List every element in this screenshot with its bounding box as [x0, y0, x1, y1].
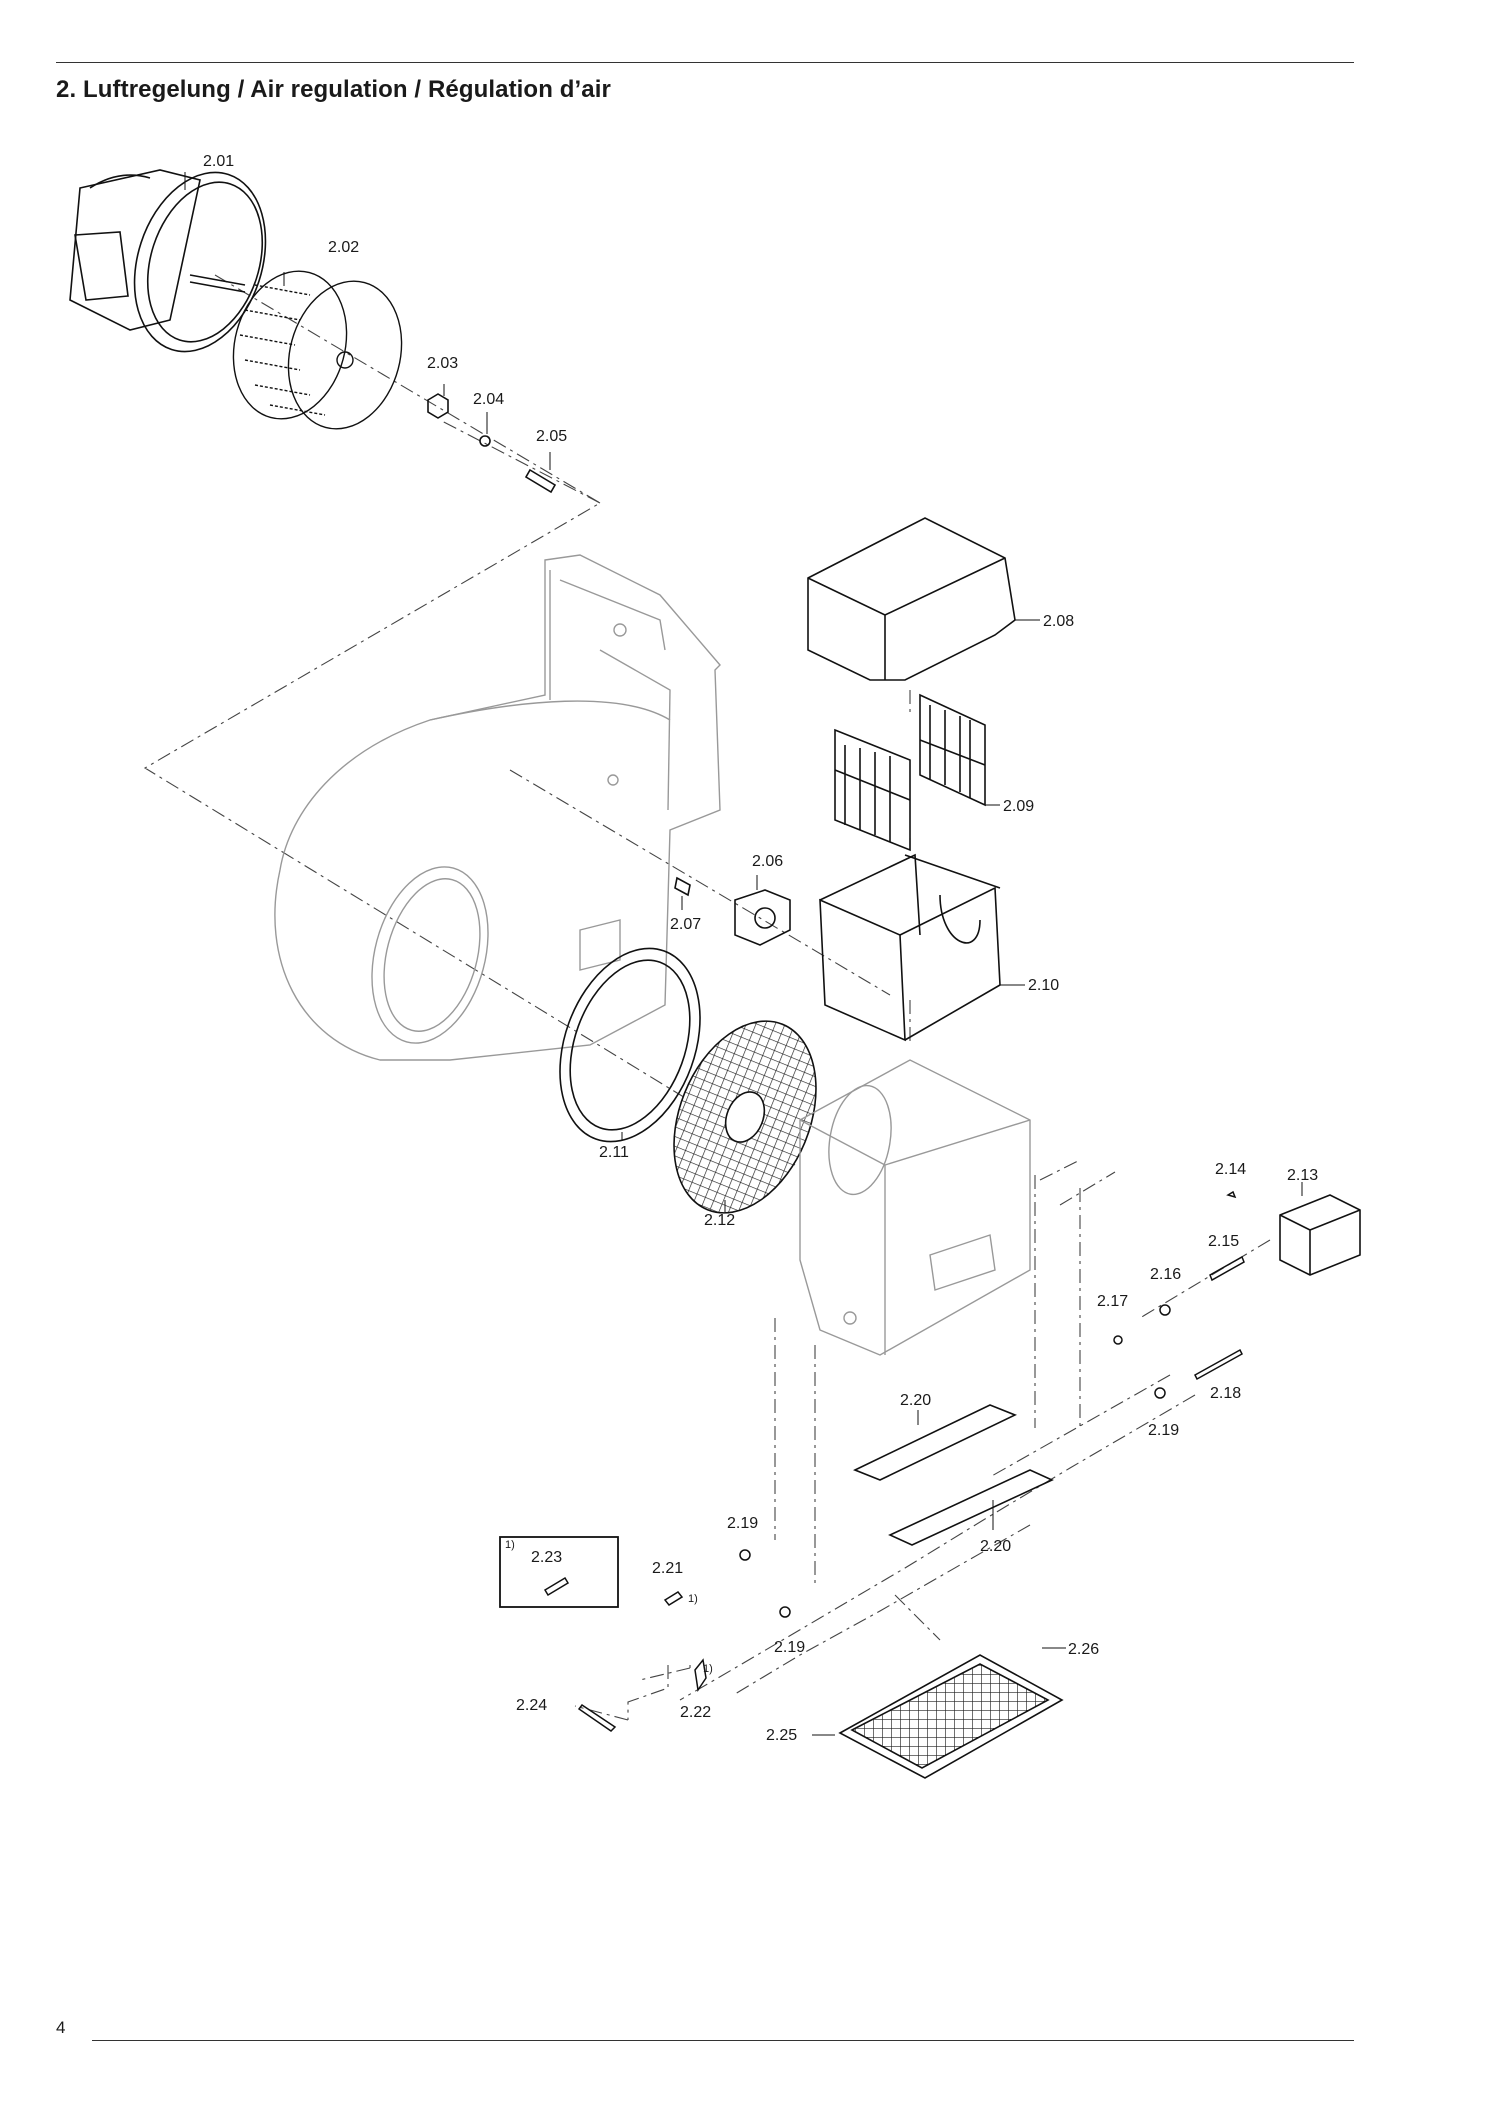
tray-shield	[819, 853, 1025, 1042]
label-2-24: 2.24	[516, 1697, 547, 1714]
servo-actuator	[1279, 1182, 1361, 1276]
hood-cover	[807, 517, 1040, 681]
footnote-marker-2-21: 1)	[688, 1593, 698, 1605]
label-2-04: 2.04	[473, 391, 504, 408]
label-2-06: 2.06	[752, 853, 783, 870]
label-2-25: 2.25	[766, 1727, 797, 1744]
small-parts	[1113, 1190, 1245, 1399]
label-2-23: 2.23	[531, 1549, 562, 1566]
label-2-11: 2.11	[599, 1144, 629, 1161]
hub-washer-bolt	[427, 384, 557, 494]
label-2-13: 2.13	[1287, 1167, 1318, 1184]
label-2-19-right: 2.19	[1148, 1422, 1179, 1439]
motor	[69, 169, 267, 353]
bottom-rule	[92, 2040, 1354, 2041]
burner-housing	[274, 554, 721, 1061]
bottom-grille	[812, 1647, 1066, 1779]
fan-wheel	[232, 270, 403, 430]
page-number: 4	[56, 2018, 66, 2037]
label-2-08: 2.08	[1043, 613, 1074, 630]
label-2-19-bottom: 2.19	[774, 1639, 805, 1656]
label-2-26: 2.26	[1068, 1641, 1099, 1658]
label-2-17: 2.17	[1097, 1293, 1128, 1310]
label-2-05: 2.05	[536, 428, 567, 445]
label-2-02: 2.02	[328, 239, 359, 256]
label-2-03: 2.03	[427, 355, 458, 372]
label-2-19-left: 2.19	[727, 1515, 758, 1532]
inset-box	[499, 1536, 619, 1608]
cover-plates	[853, 1404, 1054, 1546]
assembly-lines	[143, 274, 1271, 1721]
label-2-12: 2.12	[704, 1212, 735, 1229]
label-2-07: 2.07	[670, 916, 701, 933]
page-heading: 2. Luftregelung / Air regulation / Régul…	[56, 76, 611, 103]
label-2-14: 2.14	[1215, 1161, 1246, 1178]
label-2-09: 2.09	[1003, 798, 1034, 815]
label-2-20-bottom: 2.20	[980, 1538, 1011, 1555]
levers-and-screws	[543, 1549, 791, 1732]
part-labels: 2.01 2.02 2.03 2.04 2.05 2.06 2.07 2.08 …	[203, 153, 1318, 1744]
wire-frame	[834, 693, 1000, 852]
label-2-22: 2.22	[680, 1704, 711, 1721]
label-2-18: 2.18	[1210, 1385, 1241, 1402]
pressure-switch	[674, 875, 791, 946]
label-2-20-top: 2.20	[900, 1392, 931, 1409]
label-2-15: 2.15	[1208, 1233, 1239, 1250]
label-2-16: 2.16	[1150, 1266, 1181, 1283]
top-rule	[56, 62, 1354, 63]
flange-ring	[559, 947, 701, 1143]
label-2-21: 2.21	[652, 1560, 683, 1577]
air-box	[799, 1059, 1031, 1356]
label-2-01: 2.01	[203, 153, 234, 170]
footnote-marker-2-22: 1)	[703, 1663, 713, 1675]
footnote-marker-inset: 1)	[505, 1539, 515, 1551]
mesh-grille	[673, 1020, 817, 1214]
label-2-10: 2.10	[1028, 977, 1059, 994]
